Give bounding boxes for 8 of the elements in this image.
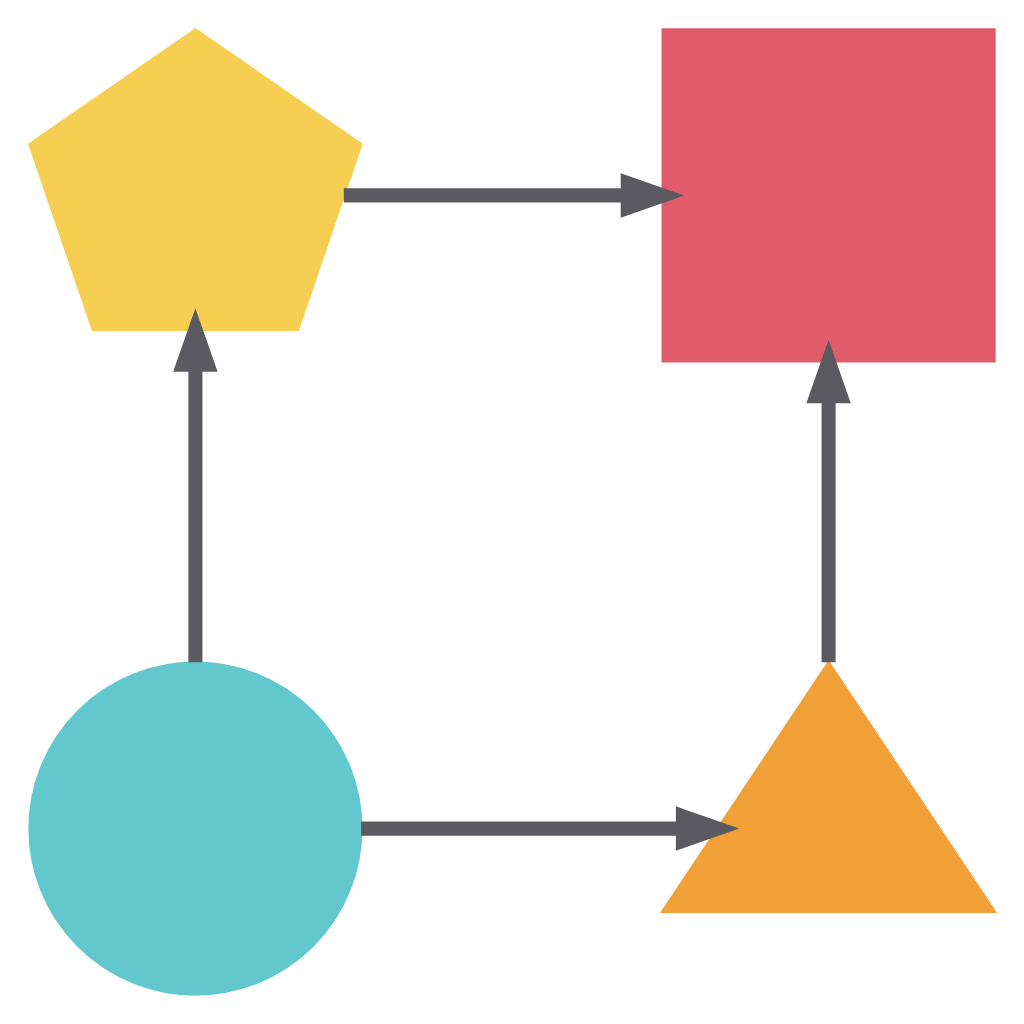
- node-triangle: [659, 660, 998, 913]
- arrow: [806, 339, 851, 663]
- node-circle: [28, 661, 363, 996]
- arrow: [343, 173, 685, 218]
- arrow: [361, 806, 740, 851]
- node-box: [661, 28, 996, 363]
- node-pentagon: [27, 27, 363, 331]
- arrow: [173, 308, 218, 663]
